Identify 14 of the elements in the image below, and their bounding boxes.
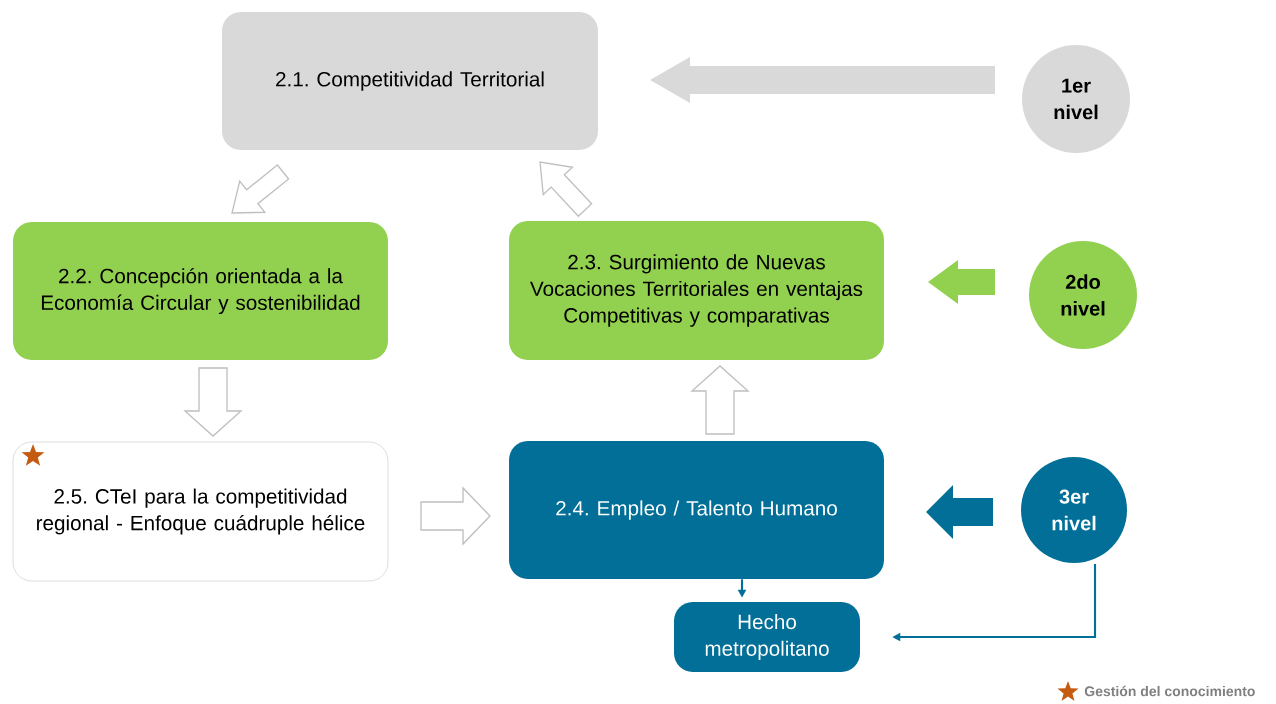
- outline-arrow: [420, 486, 491, 546]
- block-arrow: [926, 485, 993, 539]
- outline-arrow: [690, 365, 750, 435]
- block-arrow: [928, 260, 995, 304]
- outline-arrow: [231, 164, 290, 214]
- legend-item: Gestión del conocimiento: [1057, 681, 1255, 701]
- process-box: 2.5. CTeI para la competitividad regional - Enfoque cuádruple hélice: [12, 441, 389, 582]
- outline-arrow: [183, 367, 243, 437]
- process-box: 2.2. Concepción orientada a la Economía Circular y sostenibilidad: [13, 222, 388, 360]
- block-arrow: [650, 57, 995, 103]
- process-box: 2.1. Competitividad Territorial: [222, 12, 598, 150]
- process-box: Hecho metropolitano: [674, 602, 860, 672]
- process-box: 2.3. Surgimiento de Nuevas Vocaciones Territoriales en ventajas Competitivas y comparativas: [509, 221, 884, 360]
- process-box: 2.4. Empleo / Talento Humano: [509, 441, 884, 579]
